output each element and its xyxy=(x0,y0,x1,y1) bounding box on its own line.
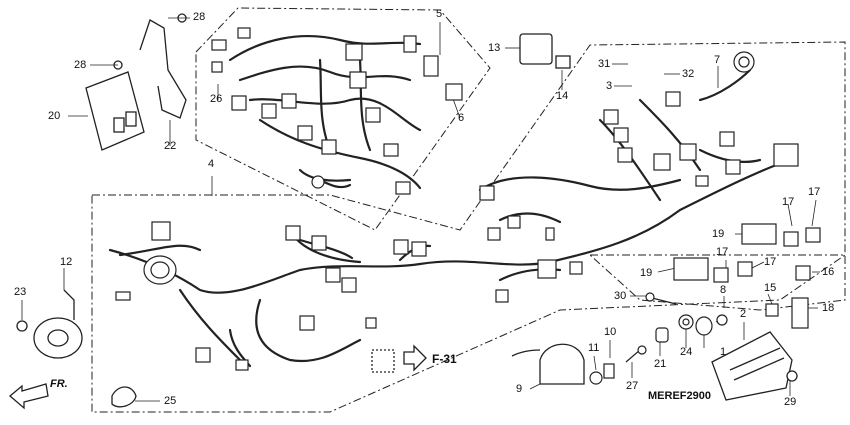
part-label-19-top: 19 xyxy=(712,228,725,240)
part-label-22: 22 xyxy=(164,140,177,152)
part-label-29: 29 xyxy=(784,396,797,408)
reference-code: MEREF2900 xyxy=(648,390,711,402)
clip-25-shape xyxy=(111,386,137,408)
part-label-5: 5 xyxy=(436,8,443,20)
part-label-17-c: 17 xyxy=(716,246,729,258)
part-label-27: 27 xyxy=(626,380,639,392)
part-label-20: 20 xyxy=(48,110,61,122)
callout-f31: F-31 xyxy=(432,352,457,366)
part-label-7: 7 xyxy=(714,54,721,66)
part-label-30: 30 xyxy=(614,290,627,302)
part-label-31: 31 xyxy=(598,58,611,70)
part-label-17-d: 17 xyxy=(764,256,777,268)
relay-13-shape xyxy=(519,33,553,65)
part-label-25: 25 xyxy=(164,395,177,407)
part-label-9: 9 xyxy=(516,383,523,395)
relay-19-lower-shape xyxy=(673,257,709,281)
part-label-10: 10 xyxy=(604,326,617,338)
part-label-28-left: 28 xyxy=(74,59,87,71)
part-label-18: 18 xyxy=(822,302,835,314)
part-label-28-top: 28 xyxy=(193,11,206,23)
part-label-24: 24 xyxy=(680,346,693,358)
sensor-9-shape xyxy=(539,343,585,385)
part-label-17-a: 17 xyxy=(782,196,795,208)
bracket-shape xyxy=(139,19,187,119)
part-label-26: 26 xyxy=(210,93,223,105)
callout-arrow-shape xyxy=(403,344,427,372)
part-label-3: 3 xyxy=(606,80,613,92)
part-label-17-b: 17 xyxy=(808,186,821,198)
part-label-1: 1 xyxy=(720,346,727,358)
part-label-6: 6 xyxy=(458,112,465,124)
part-label-32: 32 xyxy=(682,68,695,80)
direction-arrow-shape xyxy=(8,383,49,410)
part-label-16: 16 xyxy=(822,266,835,278)
upper-harness-group-outline xyxy=(195,7,491,231)
regulator-2-shape xyxy=(711,331,793,401)
part-label-15: 15 xyxy=(764,282,777,294)
direction-label: FR. xyxy=(50,378,68,390)
part-label-4: 4 xyxy=(208,158,215,170)
part-label-21: 21 xyxy=(654,358,667,370)
part-label-23: 23 xyxy=(14,286,27,298)
main-harness-group-outline xyxy=(91,41,846,413)
part-label-8: 8 xyxy=(720,284,727,296)
part-label-11: 11 xyxy=(588,342,600,354)
part-label-19-lower: 19 xyxy=(640,267,653,279)
part-label-2: 2 xyxy=(740,308,747,320)
relay-19-top-shape xyxy=(741,223,777,245)
ecu-unit-shape xyxy=(85,71,145,151)
part-label-12: 12 xyxy=(60,256,73,268)
part-label-13: 13 xyxy=(488,42,501,54)
part-label-14: 14 xyxy=(556,90,569,102)
